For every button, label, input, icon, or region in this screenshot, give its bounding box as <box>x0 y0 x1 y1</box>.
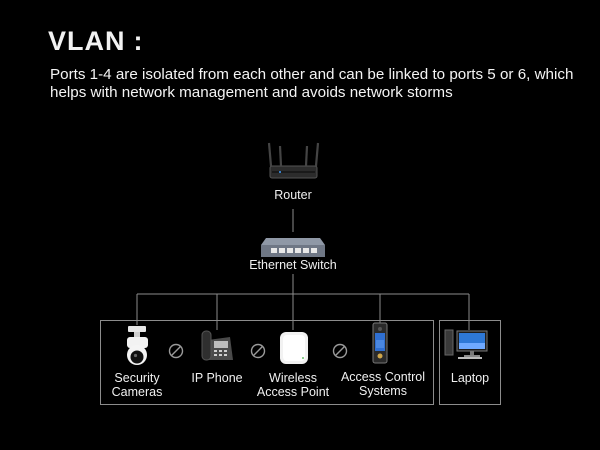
blocked-icon <box>332 343 348 359</box>
router-icon <box>267 142 320 179</box>
phone-label: IP Phone <box>191 371 243 385</box>
laptop-group-box <box>439 320 501 405</box>
description: Ports 1-4 are isolated from each other a… <box>50 66 574 101</box>
laptop-label: Laptop <box>450 371 490 385</box>
ethernet-switch-icon <box>261 238 325 257</box>
cameras-label: Security Cameras <box>111 371 163 399</box>
page-title: VLAN: <box>48 26 144 57</box>
access-control-label: Access Control Systems <box>340 370 426 398</box>
title-text: VLAN <box>48 26 126 56</box>
access-control-terminal-icon <box>372 322 388 364</box>
switch-label: Ethernet Switch <box>249 258 337 272</box>
ip-phone-icon <box>201 330 233 361</box>
desktop-computer-icon <box>444 329 488 359</box>
wireless-access-point-icon <box>280 332 308 364</box>
blocked-icon <box>168 343 184 359</box>
title-colon: : <box>133 26 144 56</box>
router-label: Router <box>274 188 312 202</box>
vlan-group-box <box>100 320 434 405</box>
ap-label: Wireless Access Point <box>256 371 330 399</box>
connection-lines <box>136 209 470 330</box>
security-camera-icon <box>127 326 148 365</box>
blocked-icon <box>250 343 266 359</box>
